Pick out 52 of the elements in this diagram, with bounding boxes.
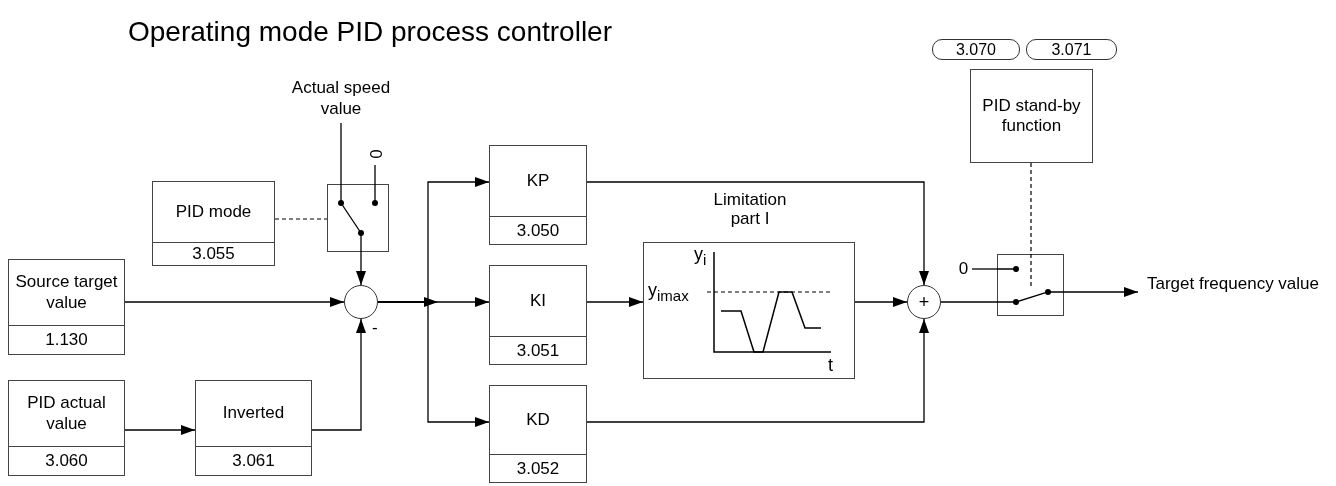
- function-block: [489, 145, 587, 245]
- parameter-number: 3.052: [490, 454, 586, 482]
- arrow: [854, 297, 908, 307]
- parameter-number: 3.060: [9, 446, 124, 475]
- signal-label: Target frequency value: [1138, 262, 1328, 306]
- block-title: Limitation part I: [712, 191, 788, 229]
- axis-label: y$_{i}$: [694, 245, 707, 267]
- parameter-number: 3.050: [490, 216, 586, 244]
- axis-label: y$_{imax}$: [648, 281, 689, 303]
- block-label: PID stand-by function: [981, 94, 1082, 137]
- function-block: [8, 259, 125, 355]
- parameter-number: 3.055: [153, 242, 274, 265]
- diagram-title: Operating mode PID process controller: [128, 16, 612, 48]
- arrow: [1063, 287, 1139, 297]
- dashed-control-line: [274, 218, 328, 220]
- block-label: PID mode: [174, 200, 253, 223]
- function-block: [195, 380, 312, 476]
- axis-label: t: [828, 356, 833, 374]
- function-block: [970, 69, 1093, 163]
- arrow: [356, 251, 366, 286]
- parameter-tag: 3.070: [932, 39, 1020, 60]
- parameter-number: 3.051: [490, 336, 586, 364]
- arrow: [311, 318, 366, 431]
- arrow: [377, 301, 490, 427]
- signal-label: 0: [955, 259, 972, 279]
- parameter-number: 1.130: [9, 325, 124, 354]
- function-block: [152, 181, 275, 266]
- function-block: [8, 380, 125, 476]
- signal-label: 0: [364, 146, 386, 162]
- connector-line: [971, 268, 998, 270]
- signal-label: Actual speed value: [270, 73, 412, 123]
- block-label: Inverted: [221, 402, 286, 425]
- switch-symbol: [327, 184, 389, 252]
- function-block: [489, 265, 587, 365]
- arrow: [124, 425, 196, 435]
- block-label: KI: [528, 289, 548, 312]
- connector-line: [374, 164, 376, 185]
- block-label: PID actual value: [26, 392, 107, 435]
- switch-symbol: [997, 254, 1064, 316]
- connector-line: [340, 122, 342, 185]
- connector-line: [940, 301, 998, 303]
- arrow: [586, 297, 644, 307]
- parameter-number: 3.061: [196, 446, 311, 475]
- sign-label: -: [372, 318, 378, 338]
- function-block: [489, 385, 587, 483]
- block-label: KP: [525, 169, 551, 192]
- arrow: [586, 181, 929, 286]
- parameter-tag: 3.071: [1026, 39, 1117, 60]
- arrow: [124, 297, 345, 307]
- block-label: KD: [525, 408, 551, 431]
- block-label: Source target value: [14, 271, 119, 314]
- arrow: [586, 318, 929, 423]
